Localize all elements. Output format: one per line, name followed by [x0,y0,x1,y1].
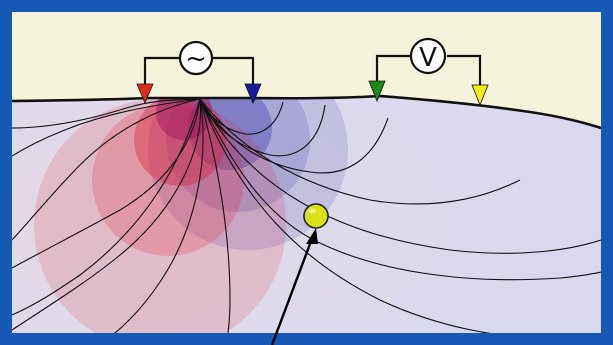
voltmeter-symbol: V [419,43,437,73]
field-shell-red-outer [34,99,286,333]
ac-source-icon: ~ [178,40,214,76]
target-pointer-arrow [270,228,318,345]
field-lines [12,98,601,333]
field-shell-red-mid [92,104,244,256]
target-body-icon [303,203,329,229]
source-wiring [143,56,255,90]
field-shell-red-inner [134,96,226,186]
voltmeter-icon: V [409,37,447,75]
potential-electrode-1-marker-icon [368,80,386,103]
meter-wiring [375,54,482,85]
ac-source-symbol: ~ [185,44,207,74]
return-electrode-marker-icon [244,83,262,105]
potential-electrode-2-marker-icon [471,84,489,107]
current-electrode-marker-icon [136,83,154,105]
